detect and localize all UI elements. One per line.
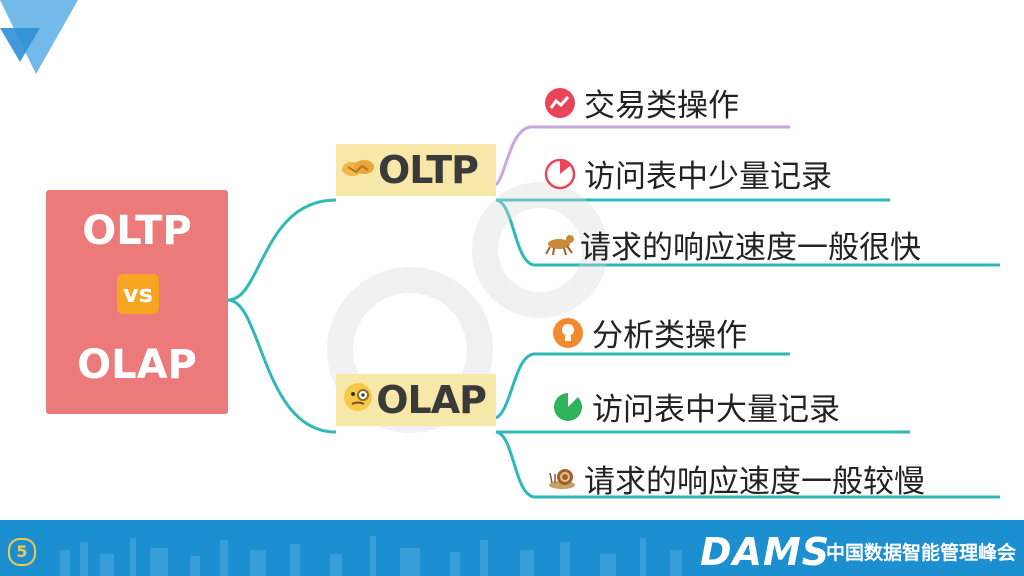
vs-badge: vs [117, 274, 159, 314]
brand-chinese-name: 中国数据智能管理峰会 [826, 542, 1017, 564]
branch-olap: OLAP [336, 374, 496, 426]
connector-root-oltp [227, 198, 337, 302]
leaf-text: 交易类操作 [584, 88, 739, 124]
branch-label-olap: OLAP [376, 378, 487, 422]
small-pie-icon [544, 158, 576, 190]
corner-decoration [0, 0, 78, 74]
leaf-text: 访问表中大量记录 [592, 392, 840, 428]
connector-olap-leaf3 [495, 430, 1000, 499]
skyline-decoration [60, 536, 682, 576]
leaf-text: 请求的响应速度一般较慢 [584, 464, 925, 500]
connector-olap-leaf1 [495, 352, 790, 420]
leaf-olap-2: 访问表中大量记录 [552, 384, 840, 429]
connector-root-olap [227, 298, 337, 434]
leaf-text: 访问表中少量记录 [584, 159, 832, 195]
branch-label-oltp: OLTP [378, 148, 479, 192]
root-title-olap: OLAP [77, 342, 197, 388]
branch-oltp: OLTP [336, 144, 496, 196]
lightbulb-icon [552, 317, 584, 349]
trend-chart-icon [544, 87, 576, 119]
mindmap-connectors [227, 125, 1000, 499]
monocle-face-icon [342, 381, 376, 420]
leaf-oltp-3: 请求的响应速度一般很快 [544, 222, 921, 267]
large-pie-icon [552, 391, 584, 423]
leaf-text: 请求的响应速度一般很快 [580, 230, 921, 266]
handshake-icon [342, 153, 378, 188]
running-dog-icon [544, 229, 574, 261]
footer-banner: 5 DAMS 中国数据智能管理峰会 [0, 520, 1024, 576]
leaf-text: 分析类操作 [592, 318, 747, 354]
connector-oltp-leaf3 [495, 198, 1000, 267]
leaf-oltp-2: 访问表中少量记录 [544, 151, 832, 196]
root-node: OLTP vs OLAP [46, 190, 228, 414]
root-title-oltp: OLTP [82, 208, 192, 254]
page-number-badge: 5 [8, 538, 36, 566]
leaf-oltp-1: 交易类操作 [544, 80, 739, 125]
brand-logo-text: DAMS [700, 530, 831, 574]
leaf-olap-1: 分析类操作 [552, 310, 747, 355]
connector-oltp-leaf1 [494, 125, 790, 187]
snail-icon [548, 463, 578, 495]
leaf-olap-3: 请求的响应速度一般较慢 [548, 456, 925, 501]
